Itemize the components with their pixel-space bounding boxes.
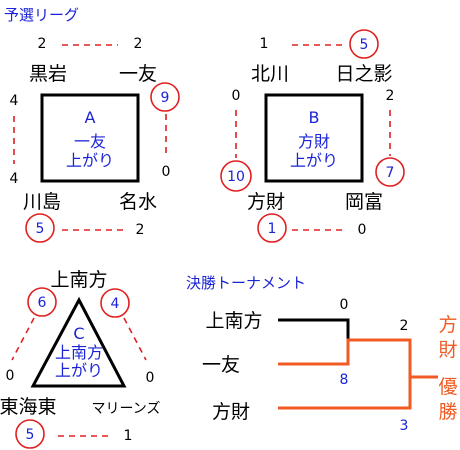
group-c-winner-line1: 上南方 bbox=[55, 343, 103, 362]
team-meisui: 名水 bbox=[119, 191, 157, 213]
champion-label-char2: 勝 bbox=[438, 401, 457, 423]
final-bracket: 上南方 一友 方財 0 8 2 3 方 財 優 勝 bbox=[202, 297, 458, 434]
score: 2 bbox=[38, 36, 47, 52]
win-circle bbox=[15, 419, 45, 449]
final-title: 決勝トーナメント bbox=[186, 274, 306, 292]
team-kitagawa: 北川 bbox=[251, 63, 289, 85]
dashed-connector bbox=[11, 317, 35, 361]
score: 8 bbox=[340, 372, 349, 388]
team-kaminankata: 上南方 bbox=[50, 269, 107, 291]
group-c-label: C bbox=[73, 324, 84, 343]
team-kawashima: 川島 bbox=[23, 191, 61, 213]
score: 0 bbox=[340, 297, 349, 313]
group-a-box bbox=[40, 93, 140, 183]
group-a-label: A bbox=[85, 108, 96, 127]
win-circle bbox=[100, 288, 130, 318]
team-mariners: マリーンズ bbox=[91, 401, 160, 417]
bracket-line-loser bbox=[278, 318, 350, 340]
win-circle bbox=[375, 157, 405, 187]
score: 1 bbox=[268, 221, 277, 237]
team-hinokage: 日之影 bbox=[335, 63, 392, 85]
final-team-hozai: 方財 bbox=[212, 401, 250, 423]
champion-name-char2: 財 bbox=[438, 339, 457, 361]
group-b-label: B bbox=[309, 108, 320, 127]
score: 3 bbox=[400, 418, 409, 434]
prelim-title: 予選リーグ bbox=[4, 6, 79, 24]
score: 0 bbox=[6, 368, 15, 384]
final-team-kaminankata: 上南方 bbox=[205, 310, 262, 332]
team-tokaito: 東海東 bbox=[0, 396, 57, 418]
score: 6 bbox=[38, 295, 47, 311]
champion-label-char1: 優 bbox=[438, 376, 457, 398]
score: 1 bbox=[124, 428, 133, 444]
group-b-winner-line1: 方財 bbox=[298, 132, 330, 151]
score: 1 bbox=[260, 36, 269, 52]
final-team-ichiyu: 一友 bbox=[202, 354, 240, 376]
score: 7 bbox=[386, 165, 395, 181]
score: 5 bbox=[360, 37, 369, 53]
score: 2 bbox=[134, 36, 143, 52]
score: 0 bbox=[146, 370, 155, 386]
score: 5 bbox=[36, 221, 45, 237]
group-b-winner-line2: 上がり bbox=[290, 151, 338, 170]
score: 0 bbox=[232, 88, 241, 104]
score: 4 bbox=[10, 93, 19, 109]
score: 2 bbox=[136, 222, 145, 238]
group-b-box bbox=[264, 93, 364, 183]
win-circle bbox=[25, 213, 55, 243]
team-okatomi: 岡富 bbox=[345, 191, 383, 213]
score: 4 bbox=[111, 296, 120, 312]
win-circle bbox=[220, 160, 252, 192]
score: 2 bbox=[400, 318, 409, 334]
group-c-winner-line2: 上がり bbox=[55, 361, 103, 380]
group-b: B 方財 上がり 北川 日之影 方財 岡富 1 5 0 10 2 7 1 0 bbox=[220, 29, 405, 243]
win-circle bbox=[27, 287, 57, 317]
group-a: A 一友 上がり 黒岩 一友 川島 名水 2 2 9 0 4 4 5 2 bbox=[10, 36, 180, 243]
bracket-line-champion bbox=[278, 375, 438, 410]
team-hozai: 方財 bbox=[247, 191, 285, 213]
group-c-triangle bbox=[30, 296, 127, 388]
bracket-line-winner bbox=[278, 338, 412, 377]
team-kuroiwa: 黒岩 bbox=[29, 63, 67, 85]
group-c: C 上南方 上がり 上南方 東海東 マリーンズ 6 0 4 0 5 1 bbox=[0, 269, 161, 449]
win-circle bbox=[349, 29, 379, 59]
score: 5 bbox=[26, 427, 35, 443]
champion-name-char1: 方 bbox=[438, 314, 457, 336]
score: 9 bbox=[161, 90, 170, 106]
group-a-winner-line1: 一友 bbox=[74, 132, 106, 151]
score: 2 bbox=[386, 88, 395, 104]
group-a-winner-line2: 上がり bbox=[66, 151, 114, 170]
win-circle bbox=[257, 213, 287, 243]
score: 0 bbox=[162, 164, 171, 180]
score: 4 bbox=[10, 171, 19, 187]
dashed-connector bbox=[123, 317, 147, 361]
score: 0 bbox=[358, 222, 367, 238]
team-ichiyu: 一友 bbox=[119, 63, 157, 85]
score: 10 bbox=[227, 169, 245, 185]
win-circle bbox=[150, 82, 180, 112]
